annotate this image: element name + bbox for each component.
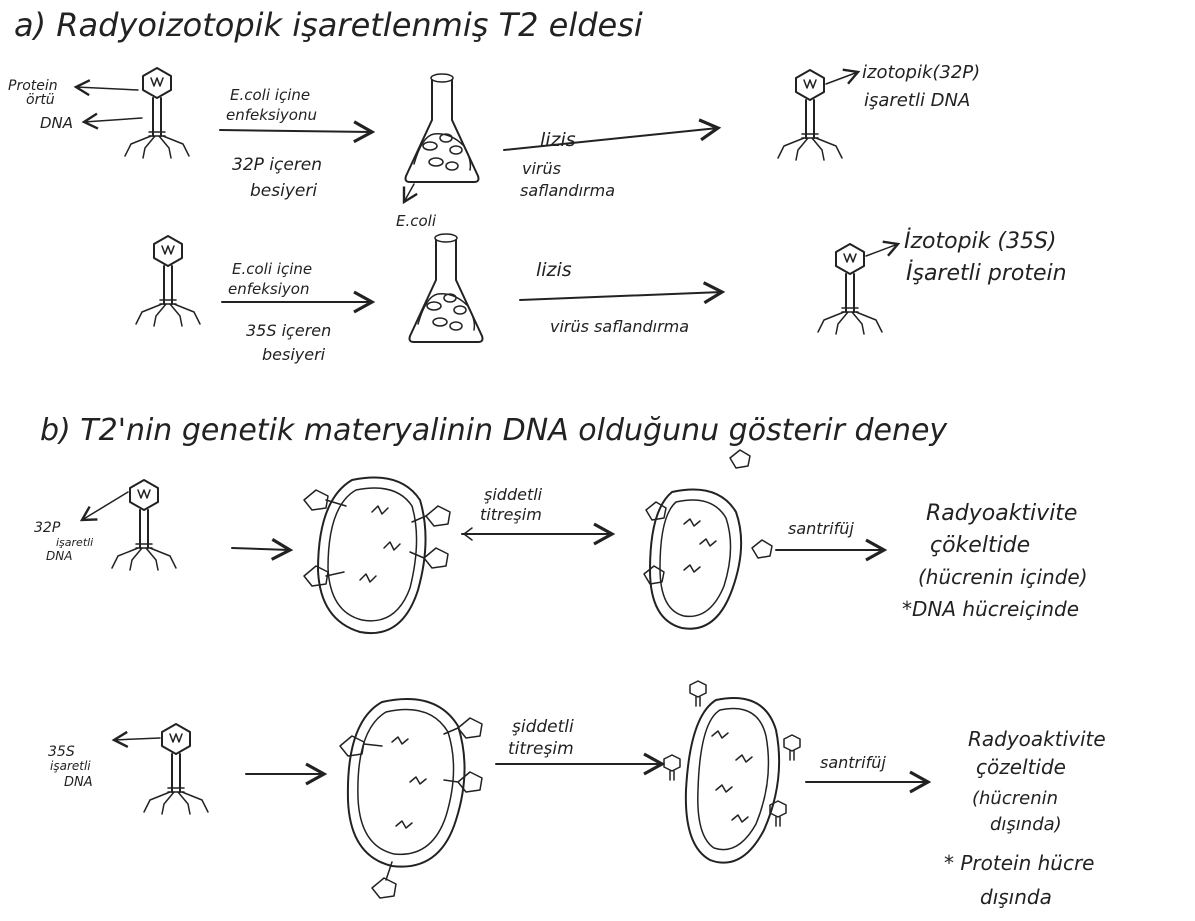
result-line3: (hücrenin — [972, 788, 1058, 809]
phage-diagram-icon — [125, 68, 189, 158]
ghost-phage-icon — [730, 450, 750, 468]
arrow2-bottom: virüs saflandırma — [550, 317, 689, 336]
section-b-title: b) T2'nin genetik materyalinin DNA olduğ… — [40, 413, 948, 448]
section-a-row2: E.coli içine enfeksiyon 35S içeren besiy… — [136, 228, 1067, 364]
arrow2-bottom-line2: saflandırma — [520, 181, 615, 200]
result-line6: dışında — [980, 885, 1052, 909]
section-b-row1: 32P işaretli DNA şiddetli titreşim — [34, 450, 1088, 633]
ghost-phage-icon — [784, 735, 800, 760]
result-line1: izotopik(32P) — [862, 62, 980, 83]
arrow2-bottom-line1: virüs — [522, 159, 561, 178]
phage-head-icon — [424, 548, 448, 568]
ghost-phage-icon — [664, 755, 680, 780]
phage-head-icon — [458, 772, 482, 792]
flask-label: E.coli — [396, 212, 437, 230]
phage-head-icon — [304, 490, 328, 510]
arrow-infection — [220, 130, 372, 132]
result-line4: dışında) — [990, 814, 1062, 835]
result-line3: (hücrenin içinde) — [918, 565, 1088, 589]
section-a-row1: Protein örtü DNA E.coli içine enfeksiyon… — [8, 62, 980, 230]
section-a-title: a) Radyoizotopik işaretlenmiş T2 eldesi — [14, 6, 643, 44]
arrow1-top-line2: enfeksiyon — [228, 280, 309, 298]
shake-line1: şiddetli — [512, 717, 574, 737]
phage-label-line3: DNA — [64, 775, 93, 790]
shake-line2: titreşim — [480, 505, 542, 524]
arrow-lysis — [504, 128, 718, 150]
section-b-row2: 35S işaretli DNA şiddetli titreşim — [48, 681, 1106, 909]
label-dna: DNA — [40, 114, 73, 132]
phage-result-icon — [818, 244, 882, 334]
flask-icon — [406, 74, 479, 182]
arrow1-bottom-line2: besiyeri — [250, 181, 317, 201]
result-line2: çökeltide — [930, 533, 1030, 558]
phage-result-icon — [778, 70, 842, 160]
result-line1: Radyoaktivite — [968, 727, 1106, 751]
bacterium-cell-icon — [650, 490, 741, 629]
label-protein-coat: örtü — [26, 92, 55, 108]
phage-head-icon — [458, 718, 482, 738]
phage-label-line2: işaretli — [56, 536, 93, 549]
arrow-infect — [232, 548, 290, 550]
arrow1-bottom-line1: 32P içeren — [232, 155, 322, 175]
result-line1: İzotopik (35S) — [904, 228, 1057, 254]
arrow1-top-line1: E.coli içine — [232, 260, 312, 278]
flask-icon — [410, 234, 483, 342]
result-line1: Radyoaktivite — [926, 501, 1077, 526]
ghost-phage-icon — [690, 681, 706, 706]
bacterium-cell-icon — [686, 698, 779, 863]
result-line2: işaretli DNA — [864, 90, 970, 111]
phage-diagram-icon — [144, 724, 208, 814]
arrow1-top-line1: E.coli içine — [230, 86, 310, 104]
arrow2-top: lizis — [536, 259, 572, 281]
phage-label-line3: DNA — [46, 549, 72, 563]
result-line2: çözeltide — [976, 755, 1066, 779]
phage-head-icon — [372, 878, 396, 898]
arrow2-top: lizis — [540, 129, 576, 151]
phage-label-line1: 35S — [48, 744, 75, 760]
arrow1-top-line2: enfeksiyonu — [226, 106, 317, 124]
phage-head-icon — [304, 566, 328, 586]
shake-line1: şiddetli — [484, 485, 543, 504]
bacterium-cell-icon — [318, 478, 426, 634]
bacterium-cell-icon — [348, 699, 465, 867]
centrifuge-label: santrifüj — [788, 519, 854, 538]
phage-diagram-icon — [136, 236, 200, 326]
result-line5: * Protein hücre — [944, 851, 1095, 875]
centrifuge-label: santrifüj — [820, 753, 886, 772]
phage-diagram-icon — [112, 480, 176, 570]
shake-line2: titreşim — [508, 739, 574, 759]
phage-head-icon — [426, 506, 450, 526]
phage-label-line1: 32P — [34, 520, 61, 536]
arrow-lysis — [520, 292, 722, 300]
arrow1-bottom-line2: besiyeri — [262, 345, 326, 364]
arrow1-bottom-line1: 35S içeren — [246, 321, 331, 340]
phage-label-line2: işaretli — [50, 759, 91, 773]
ghost-phage-icon — [752, 540, 772, 558]
result-line4: *DNA hücreiçinde — [902, 597, 1079, 621]
result-line2: İşaretli protein — [906, 260, 1067, 286]
